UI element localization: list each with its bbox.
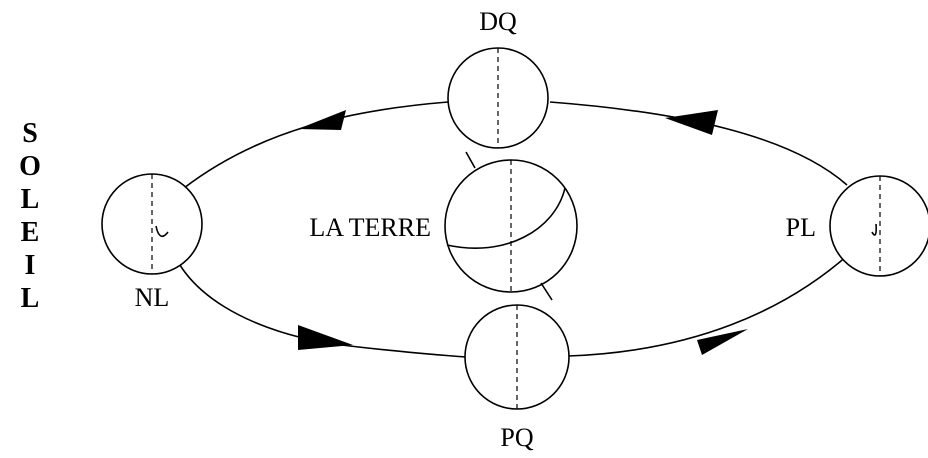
sun-label: S O L E I L bbox=[19, 118, 41, 314]
phase-label-pq: PQ bbox=[500, 423, 533, 452]
sun-letter: E bbox=[21, 217, 40, 248]
phase-label-pl: PL bbox=[786, 213, 816, 242]
orbit-entry-curve bbox=[155, 225, 169, 238]
sun-letter: O bbox=[19, 151, 41, 182]
earth-label: LA TERRE bbox=[309, 213, 431, 242]
moon-first-quarter: PQ bbox=[464, 304, 570, 452]
moon-orbit bbox=[167, 101, 873, 358]
moon-circle bbox=[464, 304, 570, 410]
phase-label-dq: DQ bbox=[479, 7, 517, 36]
orbit-segment-bottom-right bbox=[567, 231, 873, 357]
orbit-segment-top-left bbox=[183, 101, 449, 189]
sun-letter: L bbox=[21, 283, 40, 314]
earth: LA TERRE bbox=[309, 151, 578, 301]
orbit-arrow bbox=[665, 110, 718, 135]
sun-letter: I bbox=[25, 250, 36, 281]
earth-axis-tick-top bbox=[465, 151, 476, 169]
earth-terminator bbox=[446, 187, 566, 249]
orbit-arrow bbox=[298, 325, 353, 350]
orbit-arrow bbox=[697, 329, 748, 355]
phase-label-nl: NL bbox=[135, 283, 170, 312]
moon-full-moon: PL bbox=[786, 175, 928, 277]
moon-circle bbox=[829, 175, 928, 277]
orbit-segment-top-right bbox=[549, 101, 848, 186]
earth-axis-tick-bottom bbox=[540, 282, 553, 301]
sun-letter: L bbox=[21, 184, 40, 215]
moon-last-quarter: DQ bbox=[447, 7, 549, 149]
sun-letter: S bbox=[22, 118, 38, 149]
moon-new-moon: NL bbox=[101, 173, 203, 312]
orbit-arrow bbox=[298, 110, 346, 130]
orbit-exit-curve bbox=[871, 223, 877, 236]
